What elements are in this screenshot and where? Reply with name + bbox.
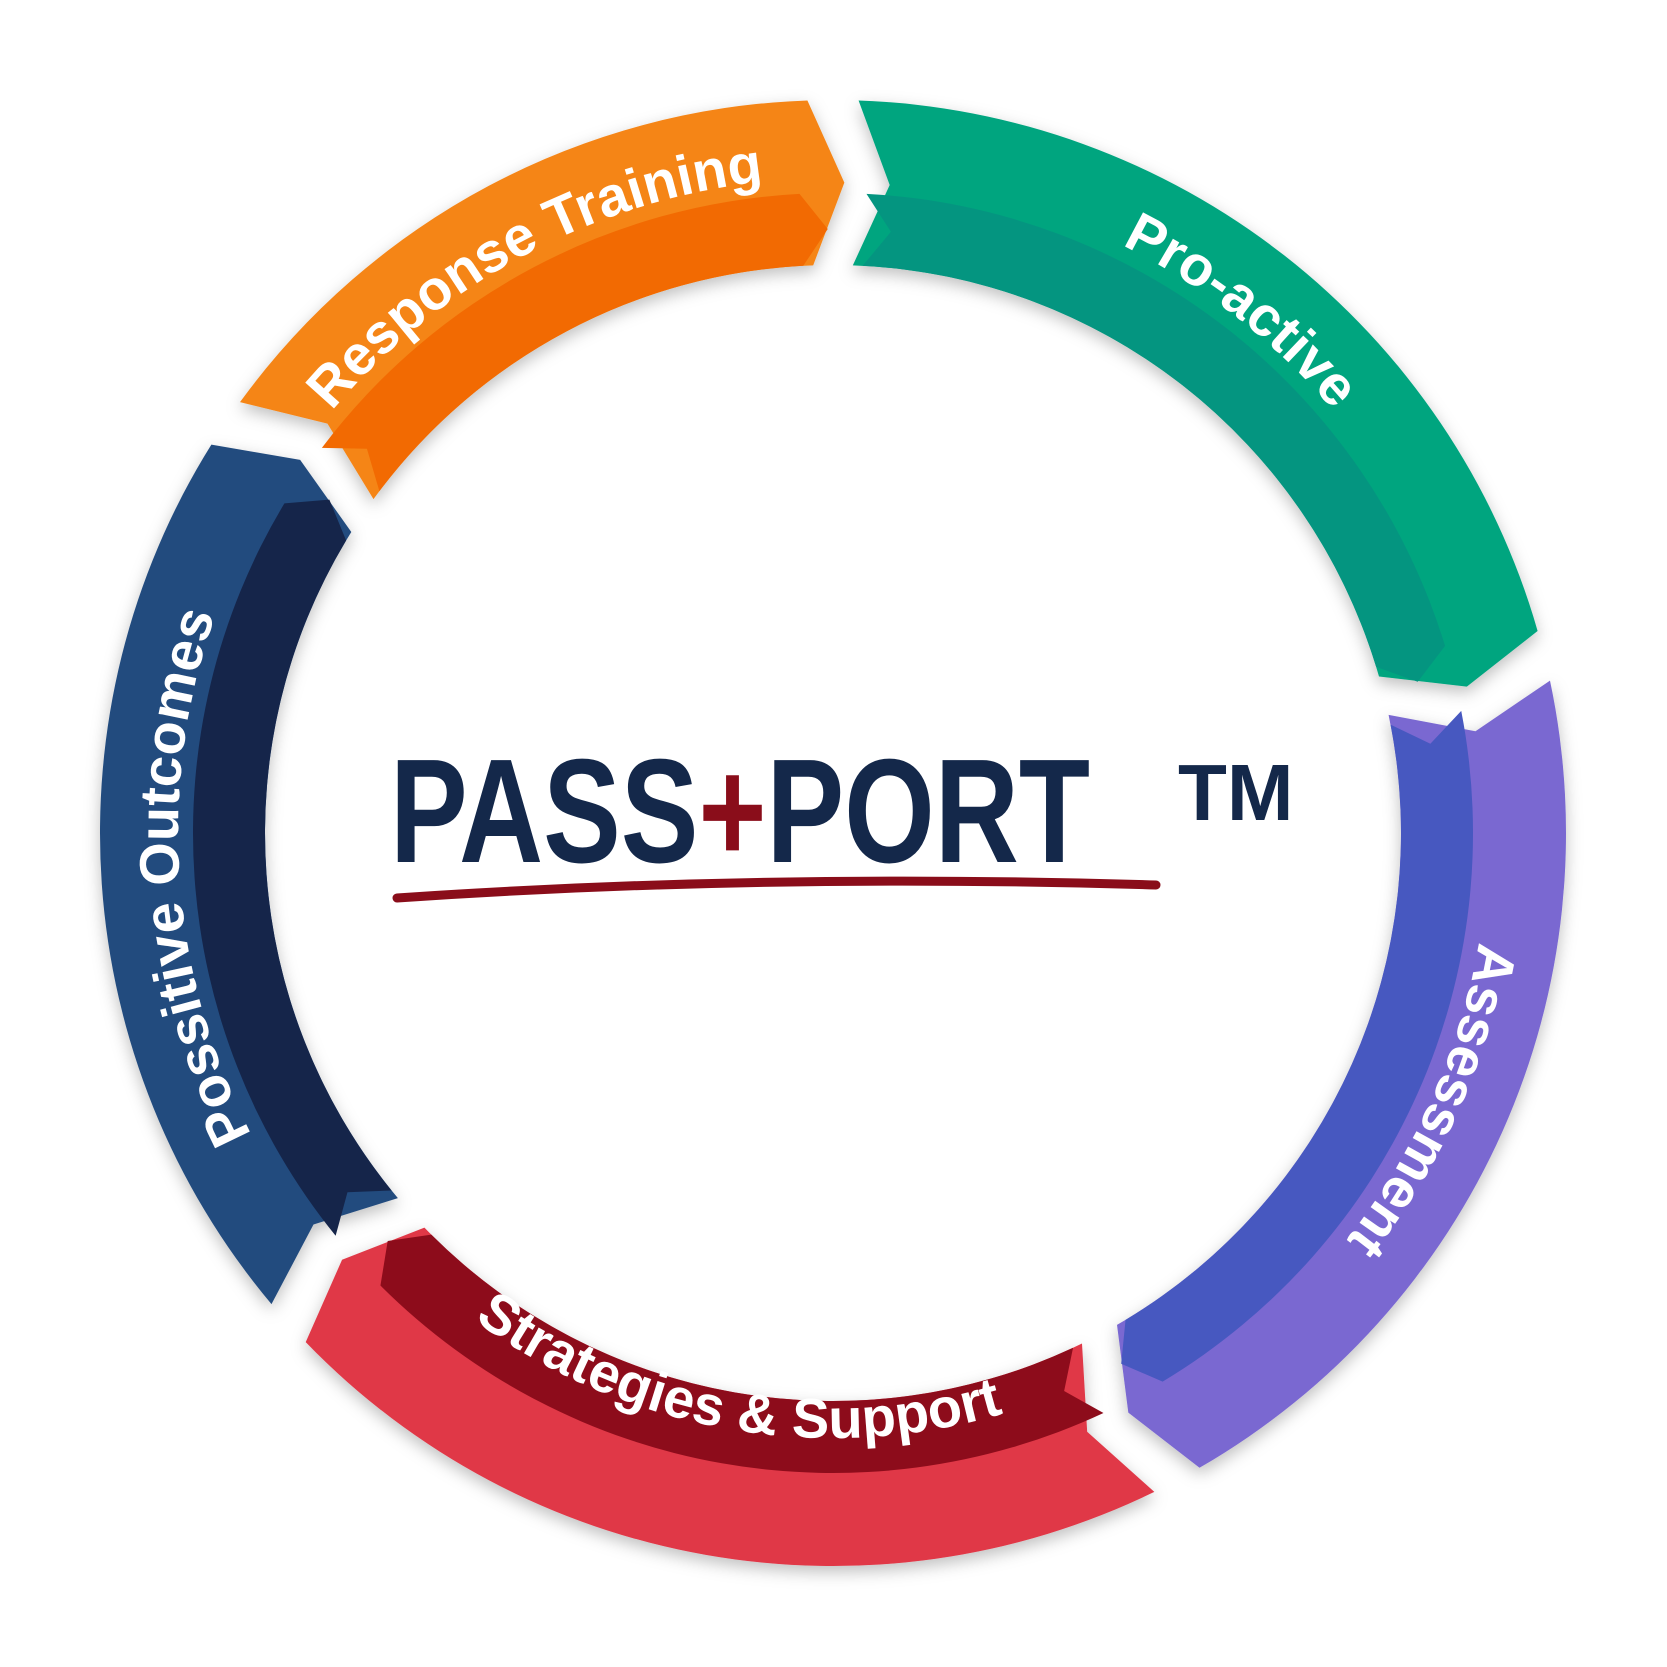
segment-possitive-outcomes: Possitive Outcomes: [100, 444, 398, 1305]
segment-assessment-inner: [1121, 710, 1474, 1382]
logo-trademark: TM: [1178, 748, 1294, 837]
segment-response-training-inner: [321, 193, 828, 492]
logo-wordmark: PASS+PORT: [390, 729, 1090, 894]
logo-word-pass: PASS: [390, 729, 698, 894]
segment-response-training: Response Training: [239, 100, 845, 500]
logo-underline: [392, 876, 1161, 903]
logo-word-port: PORT: [767, 729, 1090, 894]
segment-strategies-support: Strategies & Support: [305, 1227, 1155, 1566]
segment-possitive-outcomes-inner: [192, 499, 392, 1236]
segment-proactive-inner: [862, 193, 1446, 682]
segment-proactive: Pro-active: [852, 100, 1538, 687]
segment-strategies-support-inner: [380, 1234, 1104, 1473]
logo-plus: +: [698, 729, 766, 894]
passport-logo: PASS+PORT TM: [390, 729, 1294, 903]
